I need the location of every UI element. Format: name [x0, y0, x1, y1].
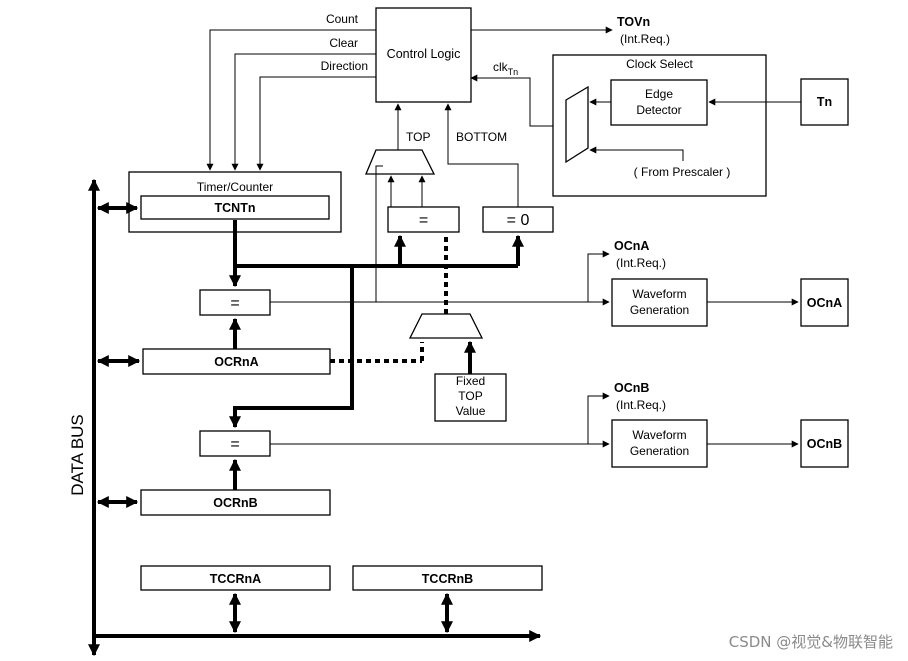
- top-mux-input-a-line: [375, 165, 383, 302]
- top-label: TOP: [406, 130, 430, 144]
- control-logic-label: Control Logic: [387, 47, 461, 61]
- ocfa-req-label: (Int.Req.): [616, 256, 666, 270]
- tn-pin-box: [800, 78, 849, 126]
- tcnt-label: TCNTn: [215, 201, 256, 215]
- tcnt-register: [140, 195, 330, 220]
- tccrb-label: TCCRnB: [422, 572, 473, 586]
- ocfb-req-label: (Int.Req.): [616, 398, 666, 412]
- tov-req-label: (Int.Req.): [620, 32, 670, 46]
- bottom-line: [444, 103, 519, 207]
- waveform-a-line2: Generation: [630, 303, 689, 317]
- tcnt-to-b-compare: [229, 266, 354, 429]
- waveform-b-line1: Waveform: [632, 428, 686, 442]
- bottom-label: BOTTOM: [456, 130, 507, 144]
- top-compare-box: [387, 206, 460, 233]
- top-compare-label: =: [419, 212, 428, 229]
- ocna-pin-label: OCnA: [807, 296, 842, 310]
- direction-signal-line: [256, 76, 376, 171]
- count-label: Count: [326, 12, 359, 26]
- tccra-label: TCCRnA: [210, 572, 261, 586]
- clk-line: [470, 74, 566, 127]
- fixed-top-line1: Fixed: [456, 374, 485, 388]
- ocfb-label: OCnB: [614, 381, 649, 395]
- clock-mux: [565, 85, 589, 164]
- ocrb-label: OCRnB: [213, 496, 257, 510]
- ocna-pin-box: [800, 278, 849, 327]
- ocfb-flag-line: [587, 392, 610, 444]
- fixed-top-line2: TOP: [458, 389, 482, 403]
- top-mux: [365, 149, 436, 175]
- edge-detector-block: [610, 79, 708, 126]
- clock-select-title: Clock Select: [626, 57, 693, 71]
- fixed-top-line3: Value: [456, 404, 486, 418]
- waveform-a-line1: Waveform: [632, 287, 686, 301]
- direction-label: Direction: [321, 59, 368, 73]
- ocrb-register: [140, 489, 331, 516]
- waveform-a-block: [611, 278, 708, 327]
- bottom-compare-box: [482, 206, 554, 233]
- ocra-label: OCRnA: [214, 355, 258, 369]
- ocnb-pin-label: OCnB: [807, 437, 842, 451]
- fixed-top-mux: [408, 313, 484, 339]
- tn-pin-label: Tn: [817, 95, 832, 109]
- b-compare-label: =: [230, 436, 239, 453]
- waveform-b-block: [611, 419, 708, 468]
- tccrb-register: [352, 565, 543, 591]
- tov-label: TOVn: [617, 15, 650, 29]
- clk-label: clkTn: [493, 60, 518, 77]
- control-logic-block: [375, 7, 472, 103]
- ocra-register: [142, 348, 331, 375]
- prescaler-line: [589, 146, 684, 161]
- edge-detector-line2: Detector: [636, 103, 681, 117]
- data-bus-label: DATA BUS: [68, 414, 87, 496]
- edge-detector-line1: Edge: [645, 87, 673, 101]
- fixed-top-value-box: [434, 373, 507, 422]
- count-signal-line: [206, 29, 376, 171]
- timer-counter-title: Timer/Counter: [197, 180, 273, 194]
- a-compare-label: =: [230, 295, 239, 312]
- bottom-compare-label: = 0: [507, 212, 530, 229]
- ocnb-pin-box: [800, 419, 849, 468]
- b-compare-box: [199, 430, 271, 457]
- clear-label: Clear: [329, 36, 358, 50]
- ocfa-label: OCnA: [614, 239, 649, 253]
- tccra-register: [140, 565, 331, 591]
- waveform-b-line2: Generation: [630, 444, 689, 458]
- watermark-text: CSDN @视觉&物联智能: [729, 633, 893, 651]
- ocfa-flag-line: [587, 250, 610, 302]
- clear-signal-line: [231, 53, 376, 171]
- prescaler-label: ( From Prescaler ): [634, 165, 731, 179]
